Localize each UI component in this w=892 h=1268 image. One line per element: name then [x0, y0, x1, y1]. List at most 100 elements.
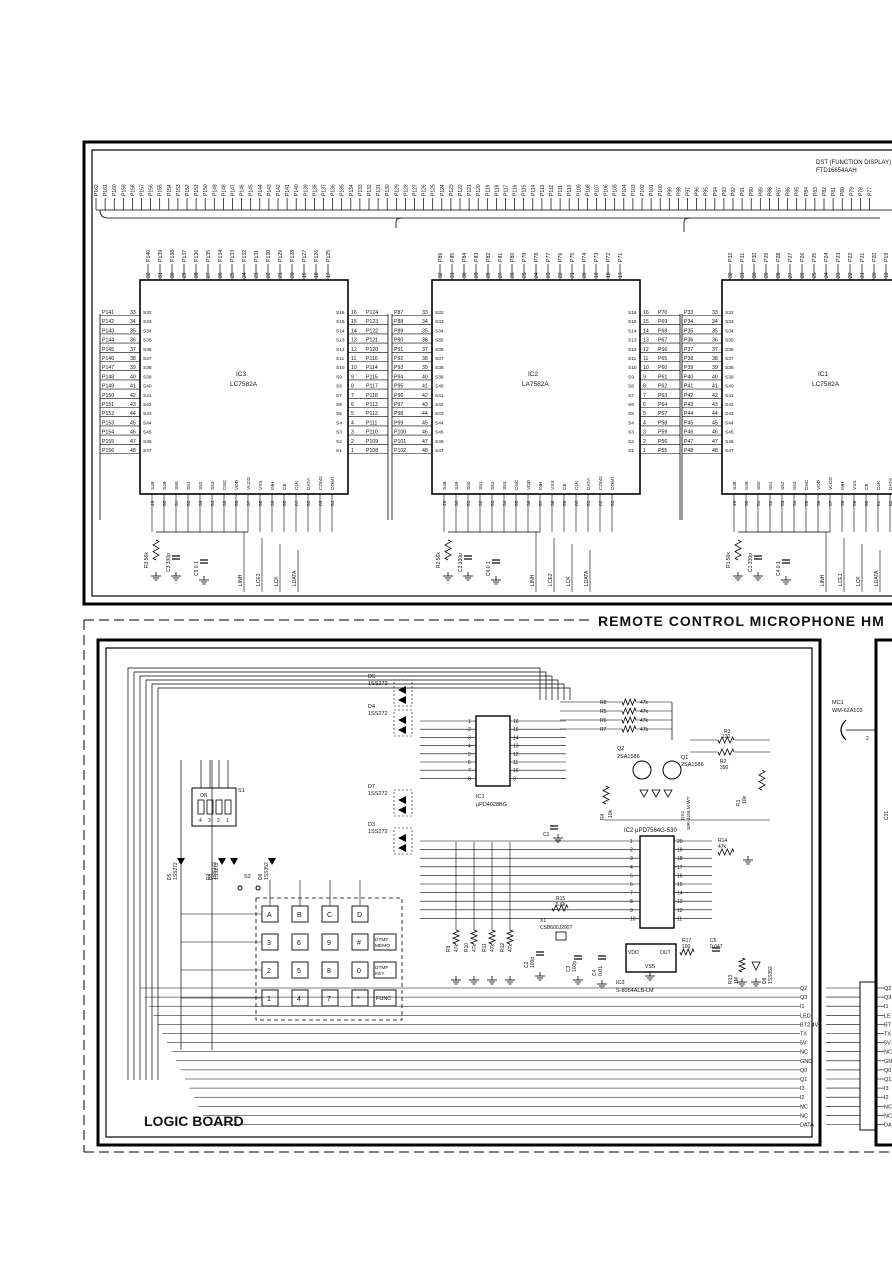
cap-ref: C1	[543, 832, 550, 838]
ic-pin-name: S9	[336, 374, 342, 380]
display-pin-label: P98	[676, 187, 682, 196]
ic-pin-number: 15	[643, 319, 649, 325]
ic-pin-number: 9	[643, 374, 646, 380]
resistor-ref: R6	[600, 718, 607, 724]
mic-part: WM-62A103	[832, 708, 863, 714]
ic-pin-number: 62	[598, 500, 604, 506]
resistor	[717, 748, 735, 756]
capacitor	[550, 825, 558, 830]
ic-pin-number: 28	[194, 272, 200, 278]
ic-left-pin-label: P143	[102, 328, 114, 334]
ic-pin-number: 52	[768, 500, 774, 506]
ic-bottom-pin-name: DATA	[306, 477, 312, 490]
diode-symbol	[398, 844, 406, 852]
display-pin-label: P83	[813, 187, 819, 196]
lcd-driver-ics: IC3LC7582AP14032P13931P13830P13729P13628…	[99, 250, 892, 592]
net-label: LCE1	[838, 573, 844, 586]
switch-number: 2	[217, 818, 220, 824]
ic-left-pin-label: P96	[394, 393, 403, 399]
diode-symbol	[230, 858, 238, 865]
resistor	[444, 539, 452, 561]
ic-right-pin-label: P123	[366, 319, 378, 325]
display-pin-label: P91	[740, 187, 746, 196]
ic-pin-number: 56	[234, 500, 240, 506]
display-pin-label: P125	[431, 184, 437, 196]
display-pin-label: P147	[231, 184, 237, 196]
ground-symbol	[781, 576, 791, 585]
ic-pin-number: 31	[158, 272, 164, 278]
ic-bottom-pin-name: S50	[756, 481, 762, 490]
ic-pin-number: 20	[677, 839, 683, 845]
ic-pin-name: S45	[143, 430, 152, 436]
ic-bottom-pin-name: S49	[454, 481, 460, 490]
display-pin-label: P132	[367, 184, 373, 196]
diode-part: 1SS272	[368, 711, 388, 717]
ic-pin-name: S35	[143, 338, 152, 344]
ground-symbol	[469, 976, 479, 985]
ic-pin-name: S38	[725, 365, 734, 371]
ic-pin-number: 52	[478, 500, 484, 506]
ic-ref: IC1	[818, 371, 829, 378]
ic-pin-number: 50	[454, 500, 460, 506]
ic-pin-name: S34	[725, 328, 734, 334]
ic-pin-name: S46	[725, 439, 734, 445]
ic-left-pin-label: P43	[684, 402, 693, 408]
display-pin-label: P141	[285, 184, 291, 196]
display-pin-label: P99	[667, 187, 673, 196]
ic-pin-number: 49	[442, 500, 448, 506]
ic-right-pin-label: P55	[658, 448, 667, 454]
ic-left-pin-label: P154	[102, 430, 114, 436]
display-pin-label: P93	[722, 187, 728, 196]
display-pin-label: P143	[267, 184, 273, 196]
ic-top-pin-label: P24	[824, 253, 830, 262]
ic-left-pin-label: P35	[684, 328, 693, 334]
ic-pin-name: S39	[725, 374, 734, 380]
display-pin-label: P106	[604, 184, 610, 196]
resistor-ref: R17	[682, 938, 691, 944]
ic-pin-name: VSS	[645, 964, 656, 970]
ic-pin-name: S10	[336, 365, 345, 371]
ic-body	[721, 279, 892, 495]
diode-frame	[393, 827, 413, 855]
led-symbol	[651, 789, 661, 798]
ic-top-pin-label: P85	[450, 253, 456, 262]
ic-left-pin-label: P90	[394, 338, 403, 344]
ic-left-pin-label: P91	[394, 347, 403, 353]
ic-pin-number: 21	[860, 272, 866, 278]
ic-pin-number: 39	[422, 365, 428, 371]
switch-on-label: ON	[200, 793, 208, 799]
connector-pin-label: NC	[800, 1050, 808, 1056]
display-pin-label: P81	[831, 187, 837, 196]
crystal-part: CSB600J200T	[540, 925, 573, 931]
net-label: LCK	[856, 576, 862, 586]
display-pin-label: P85	[795, 187, 801, 196]
resistor-ref: R10	[464, 943, 470, 952]
switch-ref: S1	[238, 788, 245, 794]
display-pin-label: P103	[631, 184, 637, 196]
ic-pin-number: 7	[468, 768, 471, 774]
resistor-value: 100	[682, 944, 691, 950]
display-pin-label: P156	[149, 184, 155, 196]
key-label: D	[357, 912, 362, 919]
lcd-driver-ic1: IC1LC7582AP3232P3131P3030P2929P2828P2727…	[681, 253, 892, 592]
ic-left-pin-label: P46	[684, 430, 693, 436]
ic-top-pin-label: P80	[510, 253, 516, 262]
ic-pin-number: 18	[677, 856, 683, 862]
ground-symbol	[743, 856, 753, 865]
display-pin-label: P108	[585, 184, 591, 196]
ic-pin-number: 35	[712, 328, 718, 334]
ic-pin-name: S4	[336, 420, 342, 426]
cap-value: 0.01	[598, 966, 604, 976]
ic-left-pin-label: P88	[394, 319, 403, 325]
ic-pin-number: 60	[282, 500, 288, 506]
net-label: LCK	[566, 576, 572, 586]
display-pin-label: P104	[622, 184, 628, 196]
ic-bottom-pin-name: S53	[792, 481, 798, 490]
resistor-value: 47k	[640, 709, 649, 715]
ic-bottom-pin-name: INH	[270, 481, 276, 490]
ic-pin-number: 49	[150, 500, 156, 506]
ic-top-pin-label: P72	[606, 253, 612, 262]
ic-part: LA7582A	[522, 381, 549, 388]
diode-symbol	[398, 834, 406, 842]
ic-pin-number: 63	[610, 500, 616, 506]
